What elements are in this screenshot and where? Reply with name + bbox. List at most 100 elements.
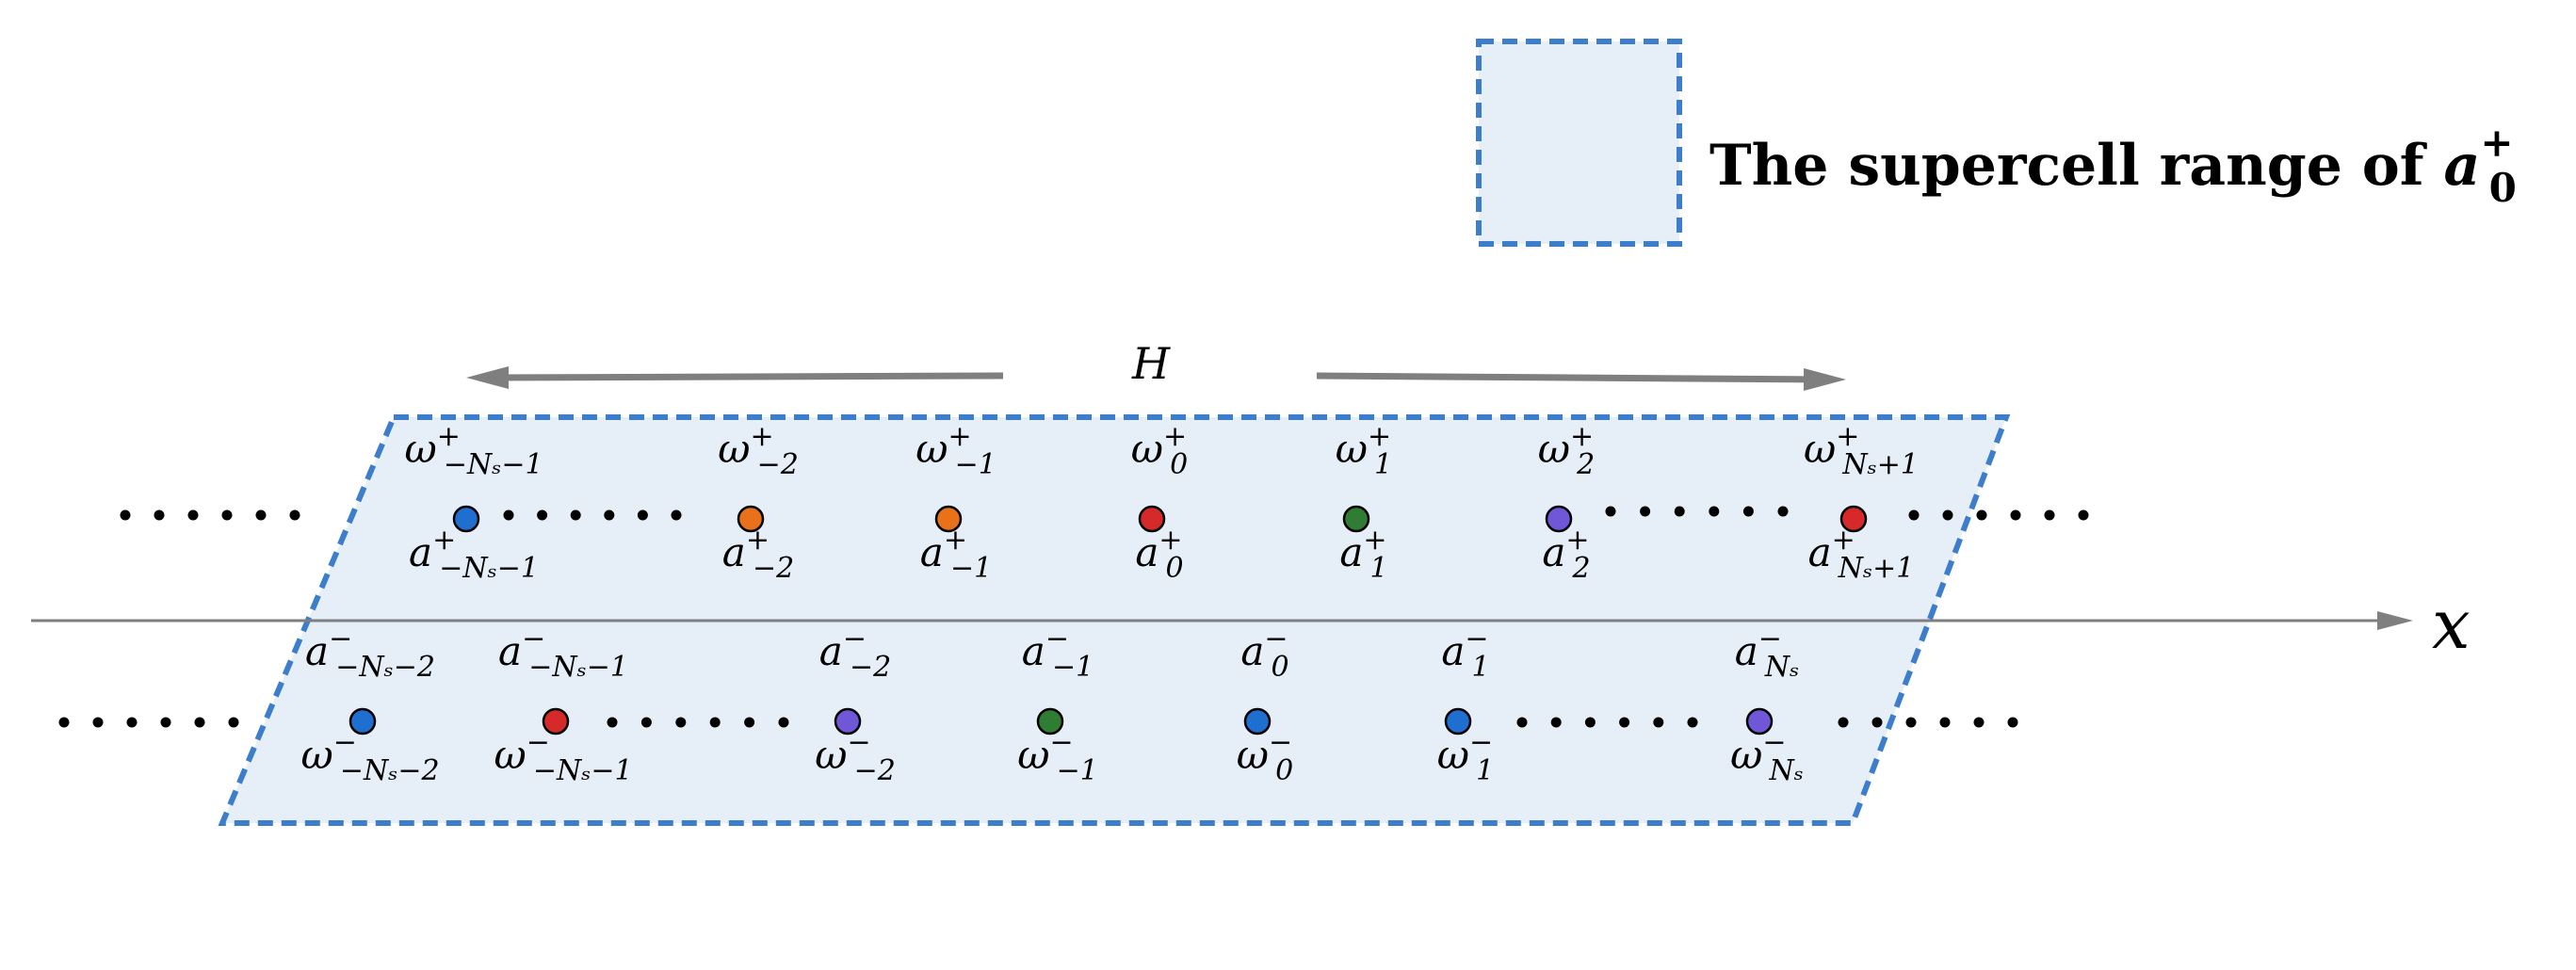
x-axis-label: x (2432, 585, 2471, 664)
upper-site-marker (1138, 505, 1166, 533)
ellipsis-dot (1653, 717, 1664, 728)
a-label-symbol: a (1339, 529, 1363, 575)
lower-site-marker (834, 707, 862, 736)
lower-site-marker (542, 707, 570, 736)
a-label-sub: −Nₛ−1 (439, 552, 539, 585)
omega-label: ω+1 (1336, 420, 1392, 481)
a-label-symbol: a (722, 529, 746, 575)
a-label: a−1 (1441, 622, 1489, 684)
ellipsis-dot (2010, 509, 2021, 521)
omega-label-sub: −2 (854, 754, 896, 787)
upper-site: ω+0 a+0 (1131, 420, 1188, 585)
period-arrowhead-left (466, 366, 509, 389)
omega-label-sub: 0 (1170, 448, 1188, 481)
ellipsis-dots (1516, 717, 1698, 728)
lower-site: a−0 ω−0 (1237, 622, 1293, 787)
upper-site: ω+−Nₛ−1a+−Nₛ−1 (404, 420, 543, 585)
ellipsis-dot (154, 509, 165, 521)
ellipsis-group (58, 506, 2089, 728)
ellipsis-dots (1605, 506, 1789, 517)
a-label-sup: + (1158, 524, 1182, 557)
a-label: a−−1 (1022, 622, 1094, 684)
ellipsis-dot (637, 509, 648, 521)
lower-site: a−Nₛω−Nₛ (1730, 622, 1804, 787)
ellipsis-dot (2078, 509, 2089, 521)
a-label-symbol: a (1735, 628, 1758, 674)
lower-site: a−−Nₛ−2ω−−Nₛ−2 (300, 622, 439, 787)
upper-site-marker (1839, 505, 1868, 533)
omega-label-sub: 1 (1476, 754, 1494, 787)
omega-label-symbol: ω (1336, 426, 1368, 472)
ellipsis-dots (120, 509, 300, 521)
omega-label: ω+2 (1538, 420, 1595, 481)
a-label-symbol: a (1135, 529, 1158, 575)
a-label-symbol: a (1808, 529, 1832, 575)
x-axis: x (31, 585, 2471, 664)
a-label: a+−1 (920, 524, 992, 585)
omega-label-sup: + (1368, 420, 1391, 453)
omega-label: ω+−Nₛ−1 (404, 420, 543, 481)
a-label-symbol: a (1441, 628, 1465, 674)
a-label-symbol: a (305, 628, 329, 674)
omega-label-symbol: ω (1437, 732, 1469, 778)
a-label: a+1 (1339, 524, 1387, 585)
a-label-sup: − (1045, 622, 1069, 655)
ellipsis-dots (58, 717, 239, 728)
ellipsis-dot (1709, 506, 1720, 517)
omega-label: ω−−1 (1017, 726, 1098, 787)
lower-site-marker (1444, 707, 1472, 736)
a-label: a+2 (1542, 524, 1590, 585)
ellipsis-dot (1516, 717, 1528, 728)
omega-label-sub: Nₛ+1 (1841, 448, 1919, 481)
ellipsis-dots (1908, 509, 2089, 521)
a-label-sub: 0 (1272, 651, 1289, 684)
ellipsis-dot (1973, 717, 1985, 728)
a-label-sub: −2 (850, 651, 891, 684)
ellipsis-dot (1976, 509, 1987, 521)
omega-label: ω−0 (1237, 726, 1293, 787)
ellipsis-dot (187, 509, 199, 521)
a-label-sub: Nₛ (1764, 651, 1799, 684)
a-label-sub: 0 (1166, 552, 1184, 585)
ellipsis-dot (194, 717, 205, 728)
a-label-sub: 1 (1472, 651, 1490, 684)
omega-label-sup: − (847, 726, 870, 759)
omega-label-sub: −Nₛ−1 (444, 448, 543, 481)
ellipsis-dot (671, 509, 682, 521)
omega-label-sub: −Nₛ−2 (340, 754, 440, 787)
a-label-sub: −1 (1052, 651, 1094, 684)
ellipsis-dot (160, 717, 171, 728)
omega-label-sub: −1 (955, 448, 996, 481)
a-label-sup: + (1363, 524, 1386, 557)
ellipsis-dot (1550, 717, 1562, 728)
omega-label-sup: − (1269, 726, 1292, 759)
a-label-sup: − (522, 622, 545, 655)
a-label-sup: + (1565, 524, 1589, 557)
omega-label-sup: − (1469, 726, 1493, 759)
a-label-symbol: a (819, 628, 843, 674)
ellipsis-dot (1905, 717, 1917, 728)
omega-label-symbol: ω (1538, 426, 1570, 472)
omega-label-sub: 0 (1275, 754, 1293, 787)
ellipsis-dot (1674, 506, 1685, 517)
a-label: a+0 (1135, 524, 1183, 585)
omega-label-symbol: ω (494, 732, 526, 778)
a-label-sub: 1 (1370, 552, 1388, 585)
omega-label: ω+0 (1131, 420, 1188, 481)
a-label: a−0 (1240, 622, 1288, 684)
ellipsis-dot (1871, 717, 1883, 728)
ellipsis-dot (1838, 717, 1849, 728)
ellipsis-dot (640, 717, 652, 728)
omega-label-sup: − (333, 726, 357, 759)
a-label-symbol: a (1542, 529, 1565, 575)
a-label-sup: − (1758, 622, 1782, 655)
ellipsis-dot (289, 509, 300, 521)
a-label-sub: −1 (950, 552, 992, 585)
omega-label-sub: Nₛ (1769, 754, 1804, 787)
omega-label-sup: − (1762, 726, 1786, 759)
legend-sup: + (2480, 120, 2513, 166)
a-label: a−−Nₛ−1 (498, 622, 628, 684)
a-label-sub: −Nₛ−1 (528, 651, 628, 684)
lower-site: a−1ω−1 (1437, 622, 1494, 787)
omega-label-sup: + (1570, 420, 1594, 453)
